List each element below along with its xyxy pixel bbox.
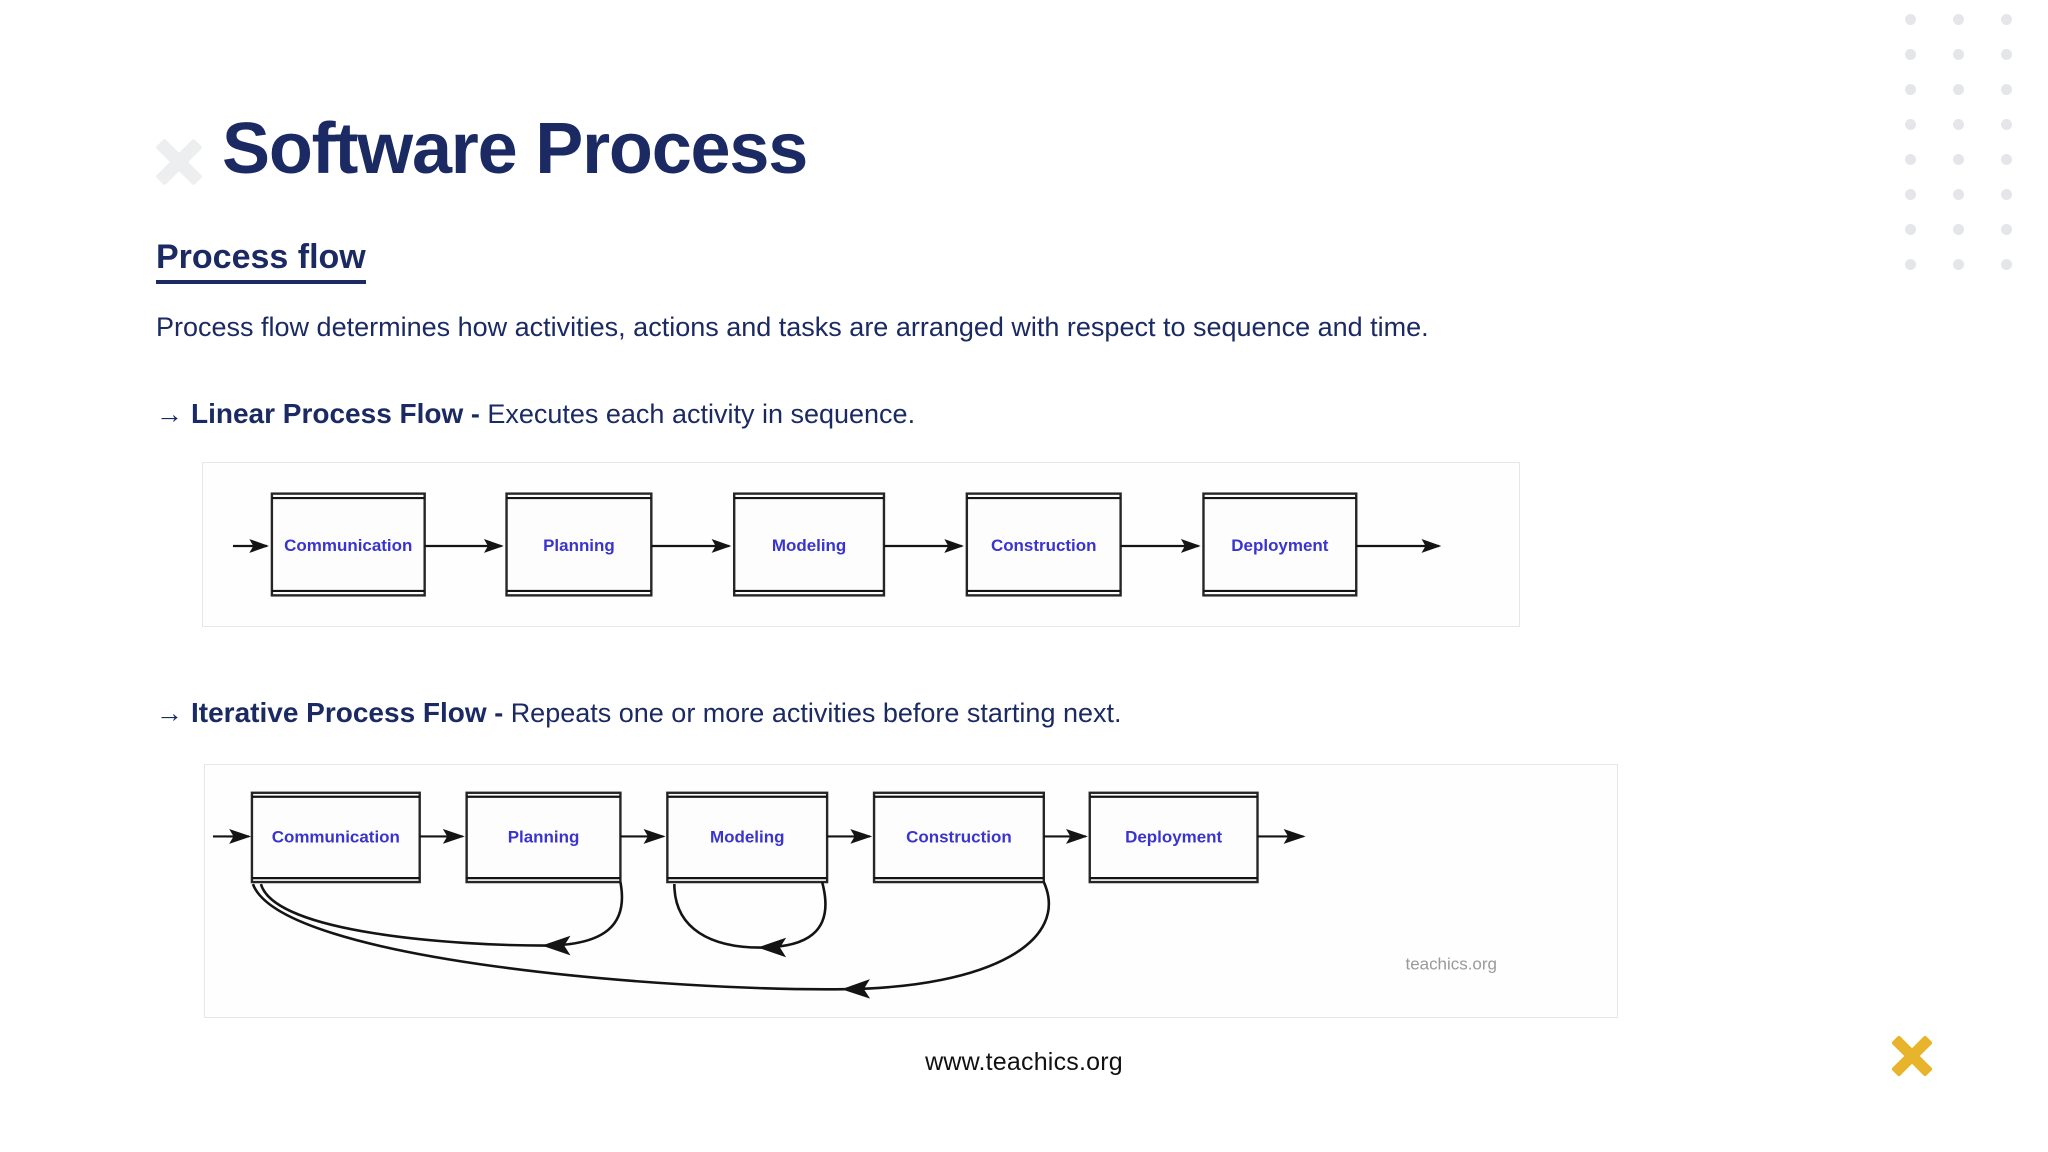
grid-dot — [1953, 224, 1964, 235]
linear-process-flow-diagram: Communication Planning Modeling Construc… — [202, 462, 1520, 627]
grid-dot — [1953, 14, 1964, 25]
loop-construction-to-communication-head — [251, 883, 871, 999]
iterative-process-flow-diagram: Communication Planning Modeling Construc… — [204, 764, 1618, 1018]
node-label-communication: Communication — [272, 827, 400, 846]
title-x-icon — [152, 135, 206, 189]
grid-dot — [2001, 224, 2012, 235]
grid-dot — [1953, 259, 1964, 270]
loop-planning-to-communication-head — [259, 883, 571, 956]
node-label-modeling: Modeling — [772, 536, 846, 555]
linear-flow-description: Executes each activity in sequence. — [487, 399, 916, 429]
grid-dot — [1905, 49, 1916, 60]
grid-dot — [2001, 259, 2012, 270]
node-box-communication — [250, 791, 421, 884]
node-label-deployment: Deployment — [1125, 827, 1222, 846]
iterative-flow-term: Iterative Process Flow — [191, 697, 487, 728]
node-box-construction — [965, 492, 1122, 597]
grid-dot — [1953, 49, 1964, 60]
grid-dot — [1953, 154, 1964, 165]
loop-modeling-self-head — [673, 884, 787, 958]
iterative-diagram-svg: Communication Planning Modeling Construc… — [212, 791, 1497, 999]
iterative-flow-separator: - — [486, 698, 511, 728]
grid-dot — [1953, 84, 1964, 95]
linear-flow-bullet: → Linear Process Flow - Executes each act… — [156, 398, 915, 430]
arrow-right-icon: → — [156, 399, 183, 429]
grid-dot — [2001, 154, 2012, 165]
node-label-deployment: Deployment — [1231, 536, 1328, 555]
page-title: Software Process — [222, 109, 808, 189]
grid-dot — [2001, 189, 2012, 200]
linear-flow-term: Linear Process Flow — [191, 398, 464, 429]
loop-modeling-self-tail — [760, 881, 827, 949]
node-box-modeling — [732, 492, 886, 597]
node-label-planning: Planning — [543, 536, 615, 555]
loop-construction-to-communication-tail — [844, 881, 1051, 991]
linear-flow-separator: - — [463, 399, 488, 429]
section-heading: Process flow — [156, 238, 366, 285]
grid-dot — [1905, 84, 1916, 95]
grid-dot — [2001, 84, 2012, 95]
decorative-dot-grid — [1905, 14, 2048, 294]
node-box-planning — [505, 492, 653, 597]
grid-dot — [2001, 14, 2012, 25]
footer-url: www.teachics.org — [925, 1048, 1123, 1076]
node-label-modeling: Modeling — [710, 827, 784, 846]
grid-dot — [1905, 119, 1916, 130]
diagram-watermark: teachics.org — [1406, 954, 1497, 973]
grid-dot — [1905, 14, 1916, 25]
grid-dot — [2001, 119, 2012, 130]
iterative-flow-bullet: → Iterative Process Flow - Repeats one or… — [156, 697, 1122, 729]
intro-paragraph: Process flow determines how activities, … — [156, 312, 1429, 342]
node-label-construction: Construction — [906, 827, 1012, 846]
node-label-communication: Communication — [284, 536, 412, 555]
grid-dot — [1905, 189, 1916, 200]
node-label-planning: Planning — [508, 827, 580, 846]
loop-planning-to-communication-tail — [544, 881, 624, 947]
iterative-flow-description: Repeats one or more activities before st… — [510, 698, 1122, 728]
node-box-communication — [270, 492, 426, 597]
grid-dot — [2001, 49, 2012, 60]
arrow-right-icon: → — [156, 698, 183, 728]
grid-dot — [1905, 224, 1916, 235]
linear-diagram-svg: Communication Planning Modeling Construc… — [232, 492, 1442, 597]
node-box-modeling — [666, 791, 829, 884]
node-box-deployment — [1202, 492, 1358, 597]
grid-dot — [1953, 119, 1964, 130]
node-label-construction: Construction — [991, 536, 1097, 555]
node-box-deployment — [1088, 791, 1259, 884]
grid-dot — [1905, 259, 1916, 270]
grid-dot — [1905, 154, 1916, 165]
grid-dot — [1953, 189, 1964, 200]
